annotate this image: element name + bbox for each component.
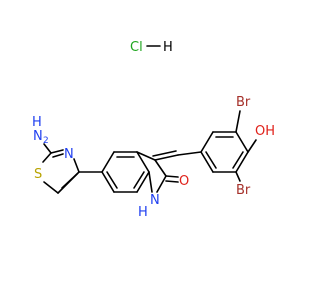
amine-subscript: 2 xyxy=(43,136,49,146)
c3-c2-bond xyxy=(154,159,167,177)
ar-bond-6-inner xyxy=(205,151,217,169)
bz-bond-1 xyxy=(101,151,115,173)
ar-bond-1 xyxy=(200,131,214,153)
bz-bond-4-inner xyxy=(133,171,145,189)
lactam-h-label: H xyxy=(138,205,148,220)
structure-canvas: Cl H H N 2 N S O xyxy=(32,40,276,220)
amine-bond xyxy=(43,143,52,154)
c5-c4-double xyxy=(61,173,78,189)
n-c4-bond xyxy=(73,158,80,173)
chlorine-label: Cl xyxy=(130,40,143,55)
hcl-salt: Cl H xyxy=(130,40,173,55)
c7a-n1-bond xyxy=(148,171,153,193)
lactam-ring: O N H xyxy=(136,151,189,220)
bromine-upper-label: Br xyxy=(236,95,251,110)
molecule-drawing: Cl H H N 2 N S O xyxy=(32,40,275,220)
bz-bond-6-inner xyxy=(106,171,118,189)
thiazole-s-label: S xyxy=(34,167,42,182)
aminothiazole-ring: H N 2 N S xyxy=(32,115,103,194)
carbonyl-bond-a xyxy=(165,175,179,178)
indolinone-benzene-ring xyxy=(101,151,150,193)
ar-bond-3 xyxy=(235,131,249,153)
c3a-c3-bond xyxy=(136,151,156,161)
carbonyl-o-label: O xyxy=(179,174,189,189)
bromine-lower-label: Br xyxy=(236,183,251,198)
ar-bond-4 xyxy=(235,151,249,173)
exo-bond-a xyxy=(154,154,179,161)
ar-bond-6 xyxy=(200,151,214,173)
amine-h-label: H xyxy=(32,115,42,130)
exo-bond-b xyxy=(152,150,177,157)
hydroxyl-label: OH xyxy=(255,124,275,139)
bz-bond-4 xyxy=(136,171,150,193)
c2-n1-bond xyxy=(156,175,167,193)
bz-bond-3 xyxy=(136,151,150,173)
amine-n-label: N xyxy=(33,129,43,144)
methylidene-linker xyxy=(152,150,202,161)
lactam-n-label: N xyxy=(150,193,160,208)
bz-bond-6 xyxy=(101,171,115,193)
c2-n-bond-a xyxy=(50,149,64,154)
c-br-lower-bond xyxy=(235,171,241,182)
c-oh-bond xyxy=(247,139,257,153)
hydrogen-label: H xyxy=(163,40,173,55)
c2-n-bond-b xyxy=(52,153,64,158)
s-c5-bond xyxy=(43,181,59,194)
dibromophenol-ring: Br Br OH xyxy=(200,95,275,198)
c-br-upper-bond xyxy=(235,110,241,133)
thiazole-n-label: N xyxy=(64,147,74,162)
carbonyl-bond-b xyxy=(165,180,179,183)
c2-s-bond xyxy=(42,152,52,163)
ch-aryl-bond xyxy=(177,151,202,156)
ar-bond-4-inner xyxy=(232,151,244,169)
